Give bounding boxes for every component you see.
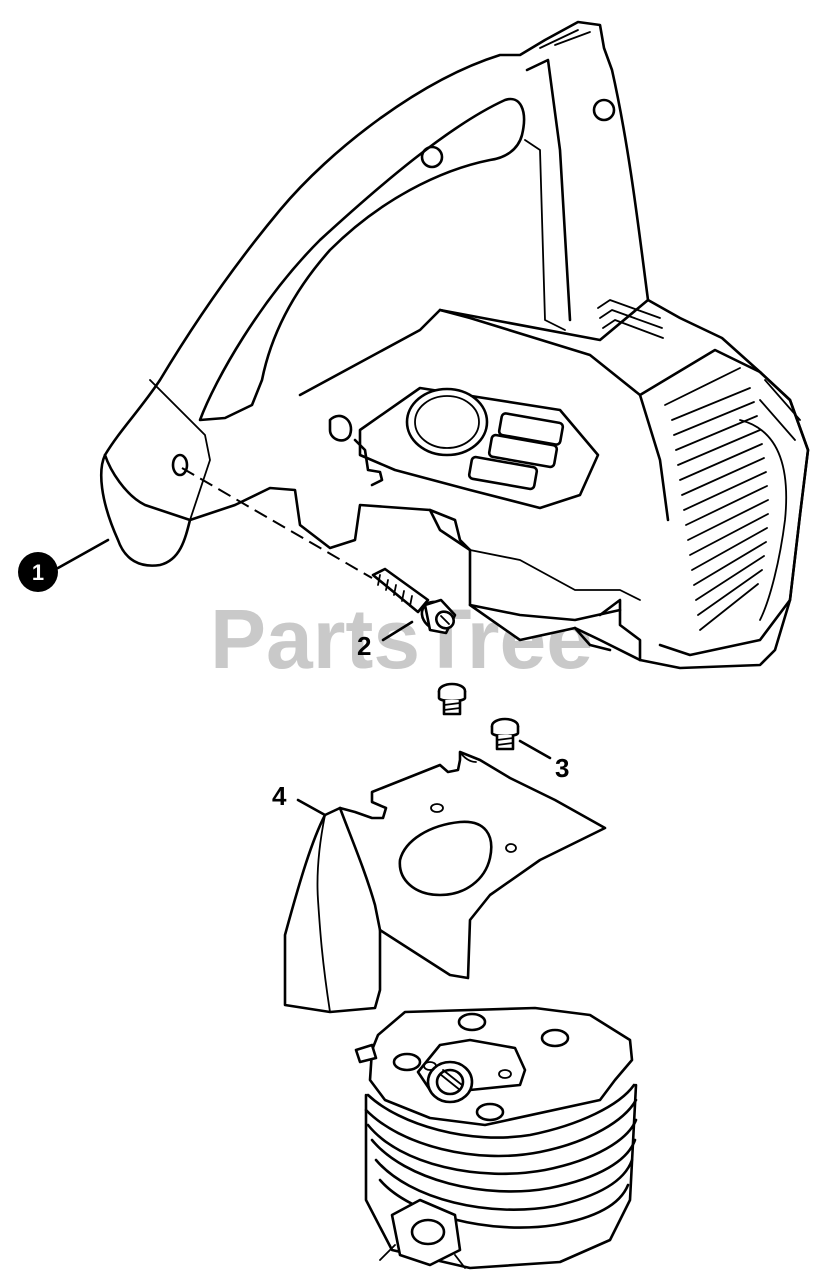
callout-3-number: 3 — [555, 753, 569, 783]
part-rear-handle-housing — [100, 20, 810, 670]
small-screw-a — [437, 682, 467, 716]
callout-2-number: 2 — [357, 631, 371, 661]
callout-4-number: 4 — [272, 781, 287, 811]
callout-1: 1 — [18, 552, 58, 592]
small-screw-b — [490, 717, 520, 751]
callout-4-leader — [296, 798, 327, 817]
part-socket-head-screw — [371, 567, 457, 635]
callout-3-leader — [518, 739, 552, 760]
part-small-screws — [437, 682, 520, 751]
part-heat-shield — [283, 750, 607, 1014]
engine-cylinder — [354, 1006, 638, 1270]
callout-1-number: 1 — [32, 560, 44, 585]
callout-1-leader — [56, 538, 110, 570]
cooling-grille — [671, 379, 801, 631]
assembly-leader-dashed — [181, 467, 373, 579]
callout-2-leader — [381, 620, 414, 642]
callout-1-badge — [18, 552, 58, 592]
